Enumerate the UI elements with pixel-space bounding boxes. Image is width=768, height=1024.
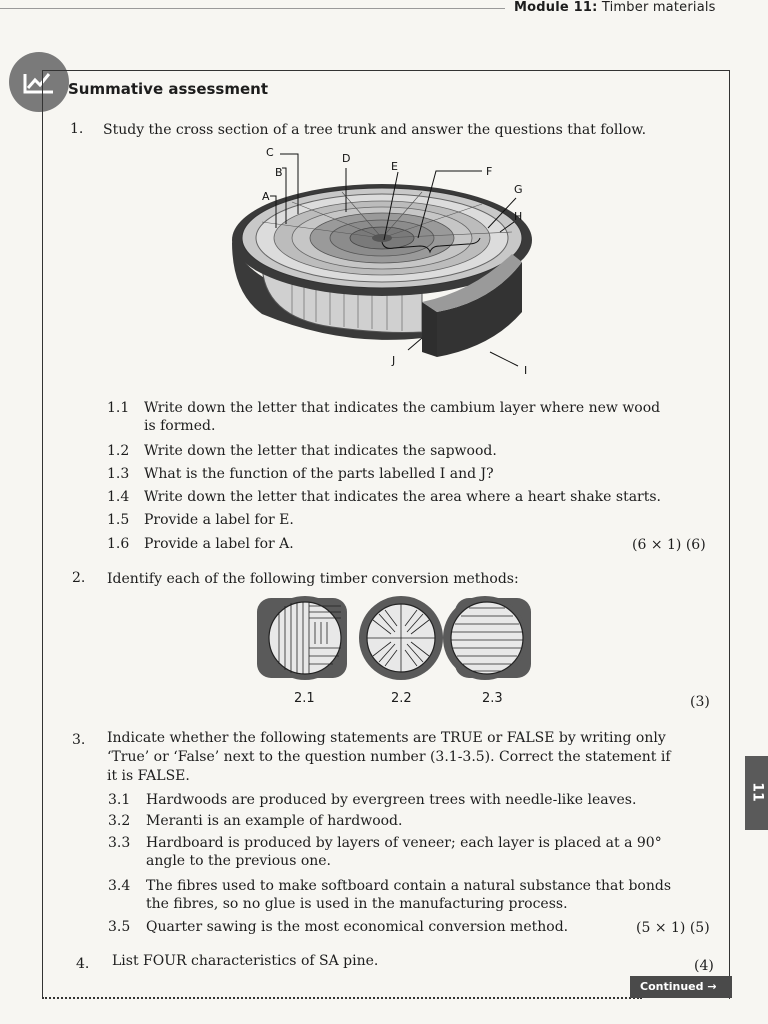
q1-3-text: What is the function of the parts labell… — [144, 466, 494, 482]
q3-4-number: 3.4 — [108, 878, 131, 894]
q1-6-number: 1.6 — [107, 536, 130, 552]
q4-marks: (4) — [694, 958, 714, 974]
label-b: B — [275, 166, 283, 179]
label-d: D — [342, 152, 350, 165]
label-j: J — [391, 354, 395, 367]
tree-trunk-diagram: C B A D E F G H I J — [232, 146, 532, 377]
label-i: I — [524, 364, 527, 377]
module-label: Module 11: — [514, 0, 598, 15]
label-e: E — [391, 160, 398, 173]
q3-line2: ‘True’ or ‘False’ next to the question n… — [107, 749, 671, 765]
chapter-tab: 11 — [745, 756, 768, 830]
section-title: Summative assessment — [68, 80, 269, 98]
label-a: A — [262, 190, 270, 203]
q3-4-text-cont: the fibres, so no glue is used in the ma… — [146, 896, 568, 912]
q3-2-number: 3.2 — [108, 813, 131, 829]
header-rule — [0, 8, 505, 9]
q1-6-text: Provide a label for A. — [144, 536, 294, 552]
q2-marks: (3) — [690, 694, 710, 710]
q3-4-text: The fibres used to make softboard contai… — [146, 878, 672, 894]
chart-line-icon — [23, 73, 53, 94]
q1-text: Study the cross section of a tree trunk … — [103, 122, 647, 138]
assessment-frame — [42, 70, 730, 999]
label-c: C — [266, 146, 274, 159]
continued-badge: Continued → — [630, 976, 732, 998]
q1-1-number: 1.1 — [107, 400, 130, 416]
q2-1-label: 2.1 — [294, 691, 315, 706]
label-g: G — [514, 183, 523, 196]
module-topic: Timber materials — [601, 0, 716, 15]
q3-3-text-cont: angle to the previous one. — [146, 853, 332, 869]
q2-text: Identify each of the following timber co… — [107, 571, 519, 587]
q3-line3: it is FALSE. — [107, 768, 190, 784]
q1-2-text: Write down the letter that indicates the… — [144, 443, 497, 459]
frame-bottom-dotted — [42, 997, 642, 999]
q3-marks: (5 × 1) (5) — [636, 920, 710, 936]
q1-1-text-cont: is formed. — [144, 418, 216, 434]
q1-4-text: Write down the letter that indicates the… — [144, 489, 661, 505]
chapter-tab-number: 11 — [749, 782, 766, 802]
q1-3-number: 1.3 — [107, 466, 130, 482]
q1-5-number: 1.5 — [107, 512, 130, 528]
q3-number: 3. — [72, 732, 86, 748]
module-title: Module 11: Timber materials — [514, 0, 716, 15]
q1-1-text: Write down the letter that indicates the… — [144, 400, 661, 416]
q3-1-text: Hardwoods are produced by evergreen tree… — [146, 792, 637, 808]
q1-5-text: Provide a label for E. — [144, 512, 294, 528]
q3-3-number: 3.3 — [108, 835, 131, 851]
q2-3-label: 2.3 — [482, 691, 503, 706]
q3-1-number: 3.1 — [108, 792, 131, 808]
q4-number: 4. — [76, 956, 90, 972]
page-header: Module 11: Timber materials — [0, 0, 768, 24]
q2-2-label: 2.2 — [391, 691, 412, 706]
label-h: H — [514, 210, 522, 223]
q3-5-number: 3.5 — [108, 919, 131, 935]
q3-line1: Indicate whether the following statement… — [107, 730, 666, 746]
q4-text: List FOUR characteristics of SA pine. — [112, 953, 379, 969]
q2-number: 2. — [72, 570, 86, 586]
q1-marks: (6 × 1) (6) — [632, 537, 706, 553]
q3-2-text: Meranti is an example of hardwood. — [146, 813, 403, 829]
q1-2-number: 1.2 — [107, 443, 130, 459]
q1-number: 1. — [70, 121, 84, 137]
conversion-methods-diagram — [257, 596, 531, 680]
q1-4-number: 1.4 — [107, 489, 130, 505]
q3-5-text: Quarter sawing is the most economical co… — [146, 919, 569, 935]
q3-3-text: Hardboard is produced by layers of venee… — [146, 835, 662, 851]
assessment-chart-icon — [9, 52, 69, 112]
label-f: F — [486, 165, 492, 178]
